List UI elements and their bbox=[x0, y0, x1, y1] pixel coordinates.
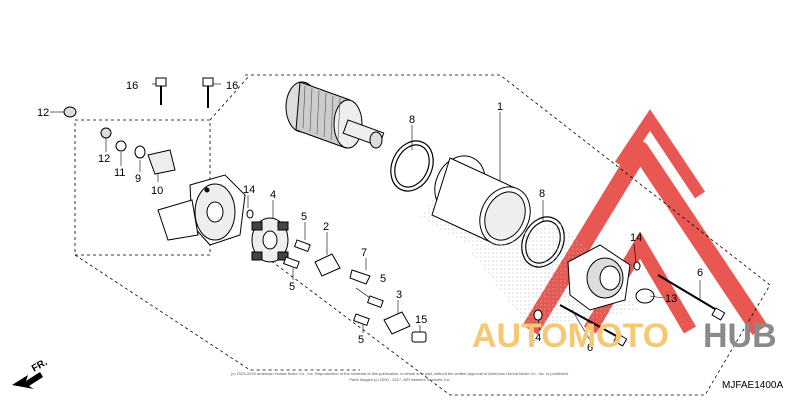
brush-holder bbox=[251, 217, 289, 263]
long-bolts-6 bbox=[559, 274, 726, 347]
watermark-text: AUTOMOTO HUB bbox=[472, 317, 777, 355]
armature bbox=[285, 81, 385, 149]
label-1: 1 bbox=[497, 101, 503, 113]
terminal-bolt-7 bbox=[349, 269, 371, 285]
label-7: 7 bbox=[361, 247, 367, 259]
copyright-line-1: (c) 2003-2015 American Honda Motor Co., … bbox=[231, 371, 569, 376]
label-8a: 8 bbox=[409, 114, 415, 126]
fr-arrow-icon bbox=[12, 372, 43, 389]
front-direction-indicator: FR. bbox=[12, 357, 50, 389]
label-14b: 14 bbox=[630, 232, 642, 244]
rear-cover bbox=[157, 174, 246, 246]
brushes bbox=[314, 253, 411, 335]
label-3: 3 bbox=[396, 289, 402, 301]
copyright-line-2: Parts Images (c) 2000 - 2017, ARI Networ… bbox=[349, 377, 450, 382]
fr-label: FR. bbox=[30, 357, 50, 375]
label-5b: 5 bbox=[289, 281, 295, 293]
watermark-auto: AUTOMOTO bbox=[472, 317, 669, 355]
part-labels: 1 2 3 4 5 5 5 5 6 6 7 8 8 9 10 11 12 12 … bbox=[37, 80, 703, 354]
label-6b: 6 bbox=[587, 342, 593, 354]
label-6a: 6 bbox=[697, 267, 703, 279]
label-16a: 16 bbox=[126, 80, 138, 92]
label-13: 13 bbox=[665, 293, 677, 305]
label-4: 4 bbox=[270, 189, 276, 201]
bolt-15 bbox=[411, 331, 427, 343]
motor-yoke bbox=[420, 155, 531, 250]
label-5d: 5 bbox=[358, 334, 364, 346]
terminal-hardware bbox=[63, 106, 176, 175]
label-5a: 5 bbox=[301, 211, 307, 223]
label-15: 15 bbox=[415, 314, 427, 326]
label-14a: 14 bbox=[243, 184, 255, 196]
label-12a: 12 bbox=[37, 107, 49, 119]
assembly-outline bbox=[74, 74, 771, 396]
label-10: 10 bbox=[151, 185, 163, 197]
watermark-hub: HUB bbox=[703, 317, 777, 355]
label-16b: 16 bbox=[226, 80, 238, 92]
o-ring-14 bbox=[246, 209, 641, 321]
label-8b: 8 bbox=[539, 188, 545, 200]
bolts-16 bbox=[155, 77, 214, 108]
label-5c: 5 bbox=[380, 273, 386, 285]
brush-springs-5 bbox=[282, 239, 384, 327]
front-cover bbox=[567, 244, 655, 311]
label-9: 9 bbox=[135, 173, 141, 185]
label-12b: 12 bbox=[98, 153, 110, 165]
label-14c: 14 bbox=[529, 332, 541, 344]
label-11: 11 bbox=[114, 167, 125, 179]
label-2: 2 bbox=[323, 221, 329, 233]
diagram-code: MJFAE1400A bbox=[722, 380, 783, 391]
